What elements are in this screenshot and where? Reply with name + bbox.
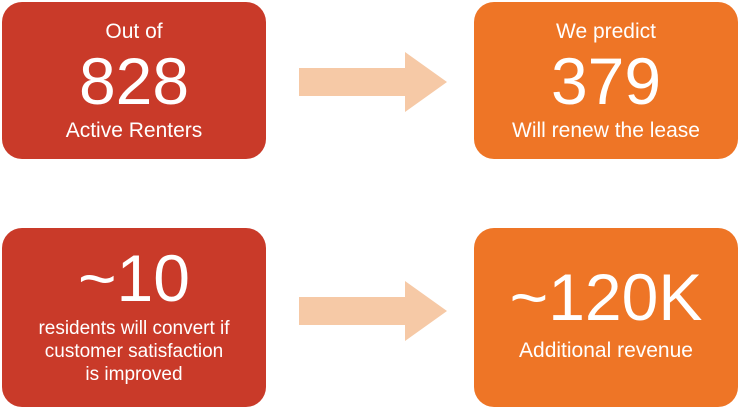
active-renters-label: Active Renters <box>65 118 203 142</box>
right-arrow-icon <box>299 281 447 341</box>
right-arrow-icon <box>299 52 447 112</box>
conversion-label-line-2: customer satisfaction <box>44 341 224 362</box>
renewal-prediction-intro: We predict <box>556 19 656 43</box>
revenue-box: ~120K Additional revenue <box>474 228 738 407</box>
active-renters-box: Out of 828 Active Renters <box>2 2 266 159</box>
renewal-prediction-number: 379 <box>550 43 662 118</box>
renewal-prediction-label: Will renew the lease <box>512 118 700 142</box>
conversion-box: ~10 residents will convert if customer s… <box>2 228 266 407</box>
renewal-prediction-box: We predict 379 Will renew the lease <box>474 2 738 159</box>
revenue-number: ~120K <box>509 260 703 334</box>
active-renters-number: 828 <box>78 43 190 118</box>
conversion-label-line-1: residents will convert if <box>38 318 230 339</box>
conversion-label-line-3: is improved <box>85 364 183 385</box>
revenue-label: Additional revenue <box>519 339 693 362</box>
conversion-number: ~10 <box>78 241 190 315</box>
active-renters-intro: Out of <box>105 19 163 43</box>
